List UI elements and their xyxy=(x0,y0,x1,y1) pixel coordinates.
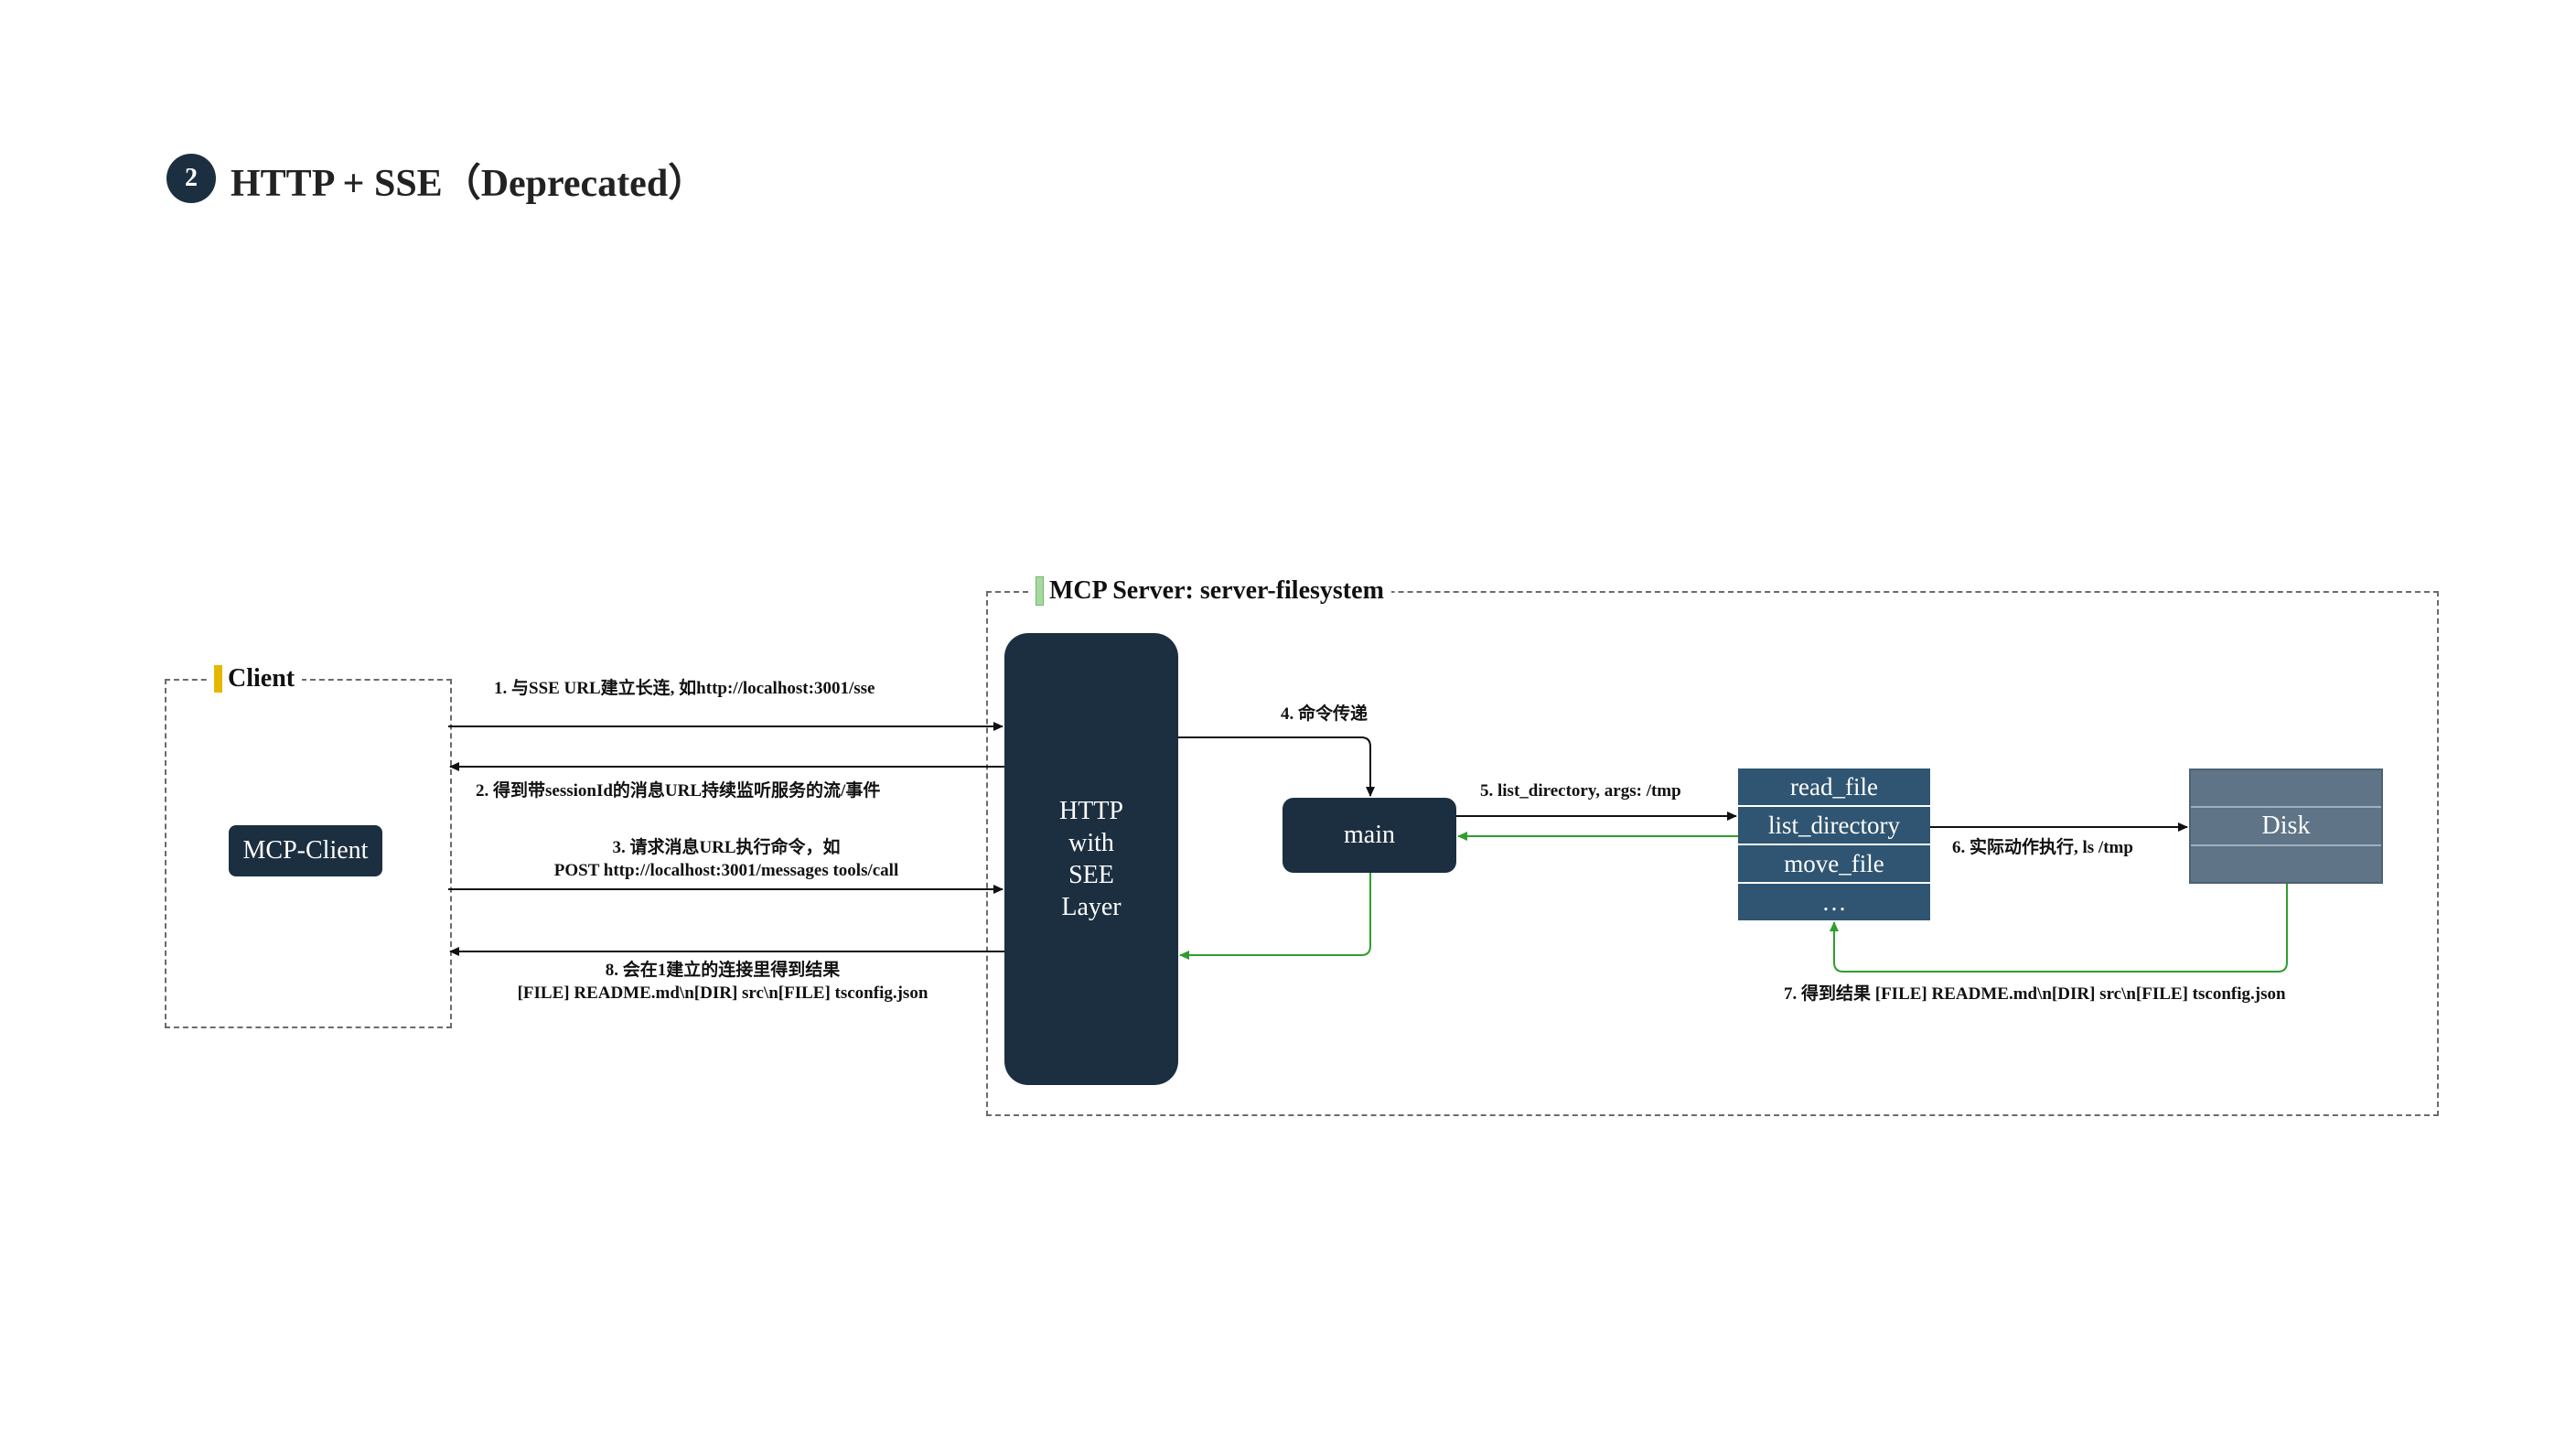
client-marker xyxy=(214,665,222,693)
edge-3-label-line1: 3. 请求消息URL执行命令，如 xyxy=(612,838,841,857)
http-layer-line: Layer xyxy=(1061,893,1122,921)
edge-2-label: 2. 得到带sessionId的消息URL持续监听服务的流/事件 xyxy=(476,781,881,801)
http-sse-layer-node: HTTP with SEE Layer xyxy=(1004,633,1178,1085)
mcp-client-node: MCP-Client xyxy=(229,825,382,876)
tool-read-file: read_file xyxy=(1738,768,1930,807)
disk-label: Disk xyxy=(2191,808,2381,846)
disk-node: Disk xyxy=(2189,768,2383,884)
edge-4-label: 4. 命令传递 xyxy=(1281,704,1368,724)
client-group xyxy=(165,679,452,1028)
edge-6-label: 6. 实际动作执行, ls /tmp xyxy=(1952,838,2133,857)
edge-4-arrow xyxy=(1178,736,1375,797)
edge-5-label: 5. list_directory, args: /tmp xyxy=(1480,781,1681,801)
http-layer-line: SEE xyxy=(1068,861,1114,889)
main-node: main xyxy=(1283,798,1456,873)
edge-7-arrow xyxy=(1830,884,2288,973)
http-layer-line: with xyxy=(1068,829,1114,857)
server-marker xyxy=(1036,576,1044,606)
edge-8-label: 8. 会在1建立的连接里得到结果 [FILE] README.md\n[DIR]… xyxy=(485,959,961,1005)
edge-8-label-line2: [FILE] README.md\n[DIR] src\n[FILE] tsco… xyxy=(517,983,928,1003)
edge-3-label-line2: POST http://localhost:3001/messages tool… xyxy=(553,861,899,880)
edge-7-label: 7. 得到结果 [FILE] README.md\n[DIR] src\n[FI… xyxy=(1784,984,2286,1004)
tools-list: read_file list_directory move_file … xyxy=(1738,768,1930,920)
edge-1-label: 1. 与SSE URL建立长连, 如http://localhost:3001/… xyxy=(494,679,875,698)
http-layer-line: HTTP xyxy=(1059,797,1123,825)
edge-main-to-http-return xyxy=(1179,873,1371,960)
tool-ellipsis: … xyxy=(1821,887,1847,916)
client-group-label: Client xyxy=(209,664,303,693)
server-label-text: MCP Server: server-filesystem xyxy=(1049,576,1384,605)
edge-8-label-line1: 8. 会在1建立的连接里得到结果 xyxy=(605,961,841,980)
edge-3-label: 3. 请求消息URL执行命令，如 POST http://localhost:3… xyxy=(534,836,918,882)
disk-row xyxy=(2191,770,2381,809)
server-group xyxy=(986,591,2439,1116)
section-number-badge: 2 xyxy=(166,154,216,203)
client-label-text: Client xyxy=(228,664,295,693)
server-group-label: MCP Server: server-filesystem xyxy=(1030,576,1391,606)
tool-move-file: move_file xyxy=(1738,845,1930,884)
tool-list-directory: list_directory xyxy=(1738,807,1930,845)
page-title: HTTP + SSE（Deprecated） xyxy=(231,163,707,205)
